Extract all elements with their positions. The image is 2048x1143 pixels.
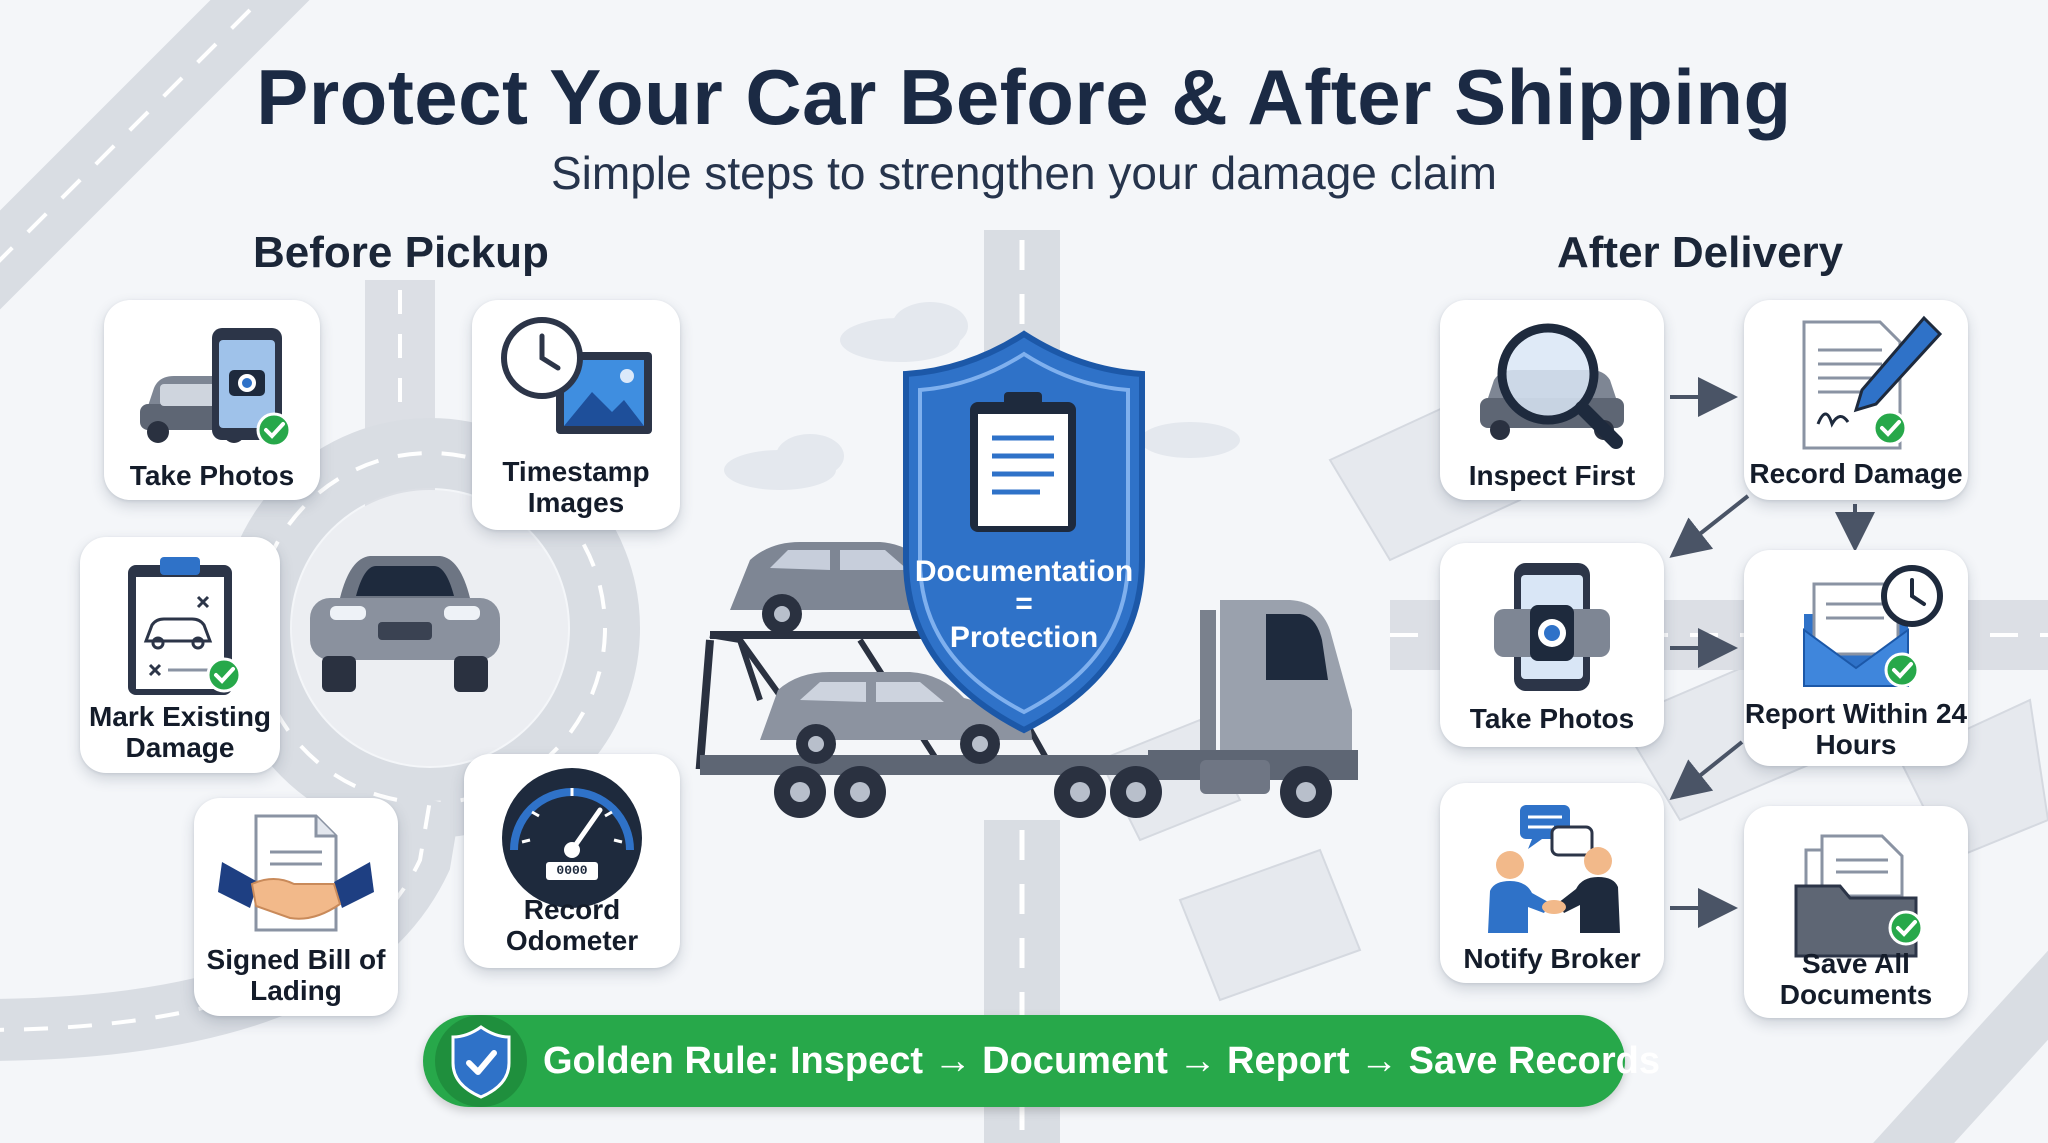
step-inspect-first: Inspect First	[1440, 300, 1664, 500]
step-label: Take Photos	[129, 460, 295, 491]
shield-line-3: Protection	[949, 621, 1099, 654]
magnifier-car-icon	[1480, 323, 1624, 449]
document-pen-icon	[1802, 315, 1943, 450]
step-timestamp-images: Timestamp Images	[472, 300, 680, 530]
step-label: Take Photos	[1469, 703, 1635, 734]
shield-line-1: Documentation	[914, 555, 1134, 588]
after-delivery-heading: After Delivery	[1557, 228, 1844, 277]
shield-check-icon	[435, 1015, 527, 1107]
golden-rule-text: Golden Rule: Inspect → Document → Report…	[543, 1040, 1660, 1082]
before-pickup-heading: Before Pickup	[253, 228, 549, 277]
step-record-damage: Record Damage	[1744, 300, 1968, 500]
step-signed-bill-of-lading: Signed Bill of Lading	[194, 798, 398, 1016]
step-label: Report Within 24 Hours	[1744, 698, 1968, 760]
step-take-photos-after: Take Photos	[1440, 543, 1664, 747]
page-title: Protect Your Car Before & After Shipping	[256, 53, 1792, 141]
clipboard-damage-icon	[128, 557, 242, 695]
car-front-icon	[310, 556, 500, 692]
step-label: Record Damage	[1749, 458, 1963, 489]
step-label: Mark Existing Damage	[88, 701, 272, 763]
golden-rule-banner: Golden Rule: Inspect → Document → Report…	[423, 1015, 1660, 1107]
shield-line-2: =	[1015, 587, 1033, 620]
step-label: Signed Bill of Lading	[206, 944, 386, 1006]
envelope-clock-icon	[1803, 565, 1943, 688]
step-save-all-documents: Save All Documents	[1744, 806, 1968, 1018]
folder-documents-icon	[1794, 834, 1924, 958]
step-record-odometer: 0000 Record Odometer	[464, 754, 680, 968]
step-notify-broker: Notify Broker	[1440, 783, 1664, 983]
handshake-document-icon	[218, 814, 374, 932]
step-label: Save All Documents	[1779, 948, 1933, 1010]
car-camera-icon	[140, 328, 292, 448]
phone-camera-icon	[1494, 563, 1610, 691]
odometer-gauge-icon	[502, 768, 642, 908]
odometer-reading: 0000	[556, 863, 588, 878]
step-label: Inspect First	[1468, 460, 1636, 491]
step-report-within-24-hours: Report Within 24 Hours	[1744, 550, 1968, 766]
step-label: Notify Broker	[1463, 943, 1641, 974]
step-take-photos-before: Take Photos	[104, 300, 320, 500]
step-label: Record Odometer	[505, 894, 639, 956]
clock-photo-icon	[501, 317, 652, 434]
people-chat-icon	[1488, 805, 1620, 933]
step-label: Timestamp Images	[502, 456, 650, 518]
page-subtitle: Simple steps to strengthen your damage c…	[550, 147, 1498, 199]
car-carrier-truck	[695, 330, 1358, 818]
step-mark-existing-damage: Mark Existing Damage	[80, 537, 280, 773]
